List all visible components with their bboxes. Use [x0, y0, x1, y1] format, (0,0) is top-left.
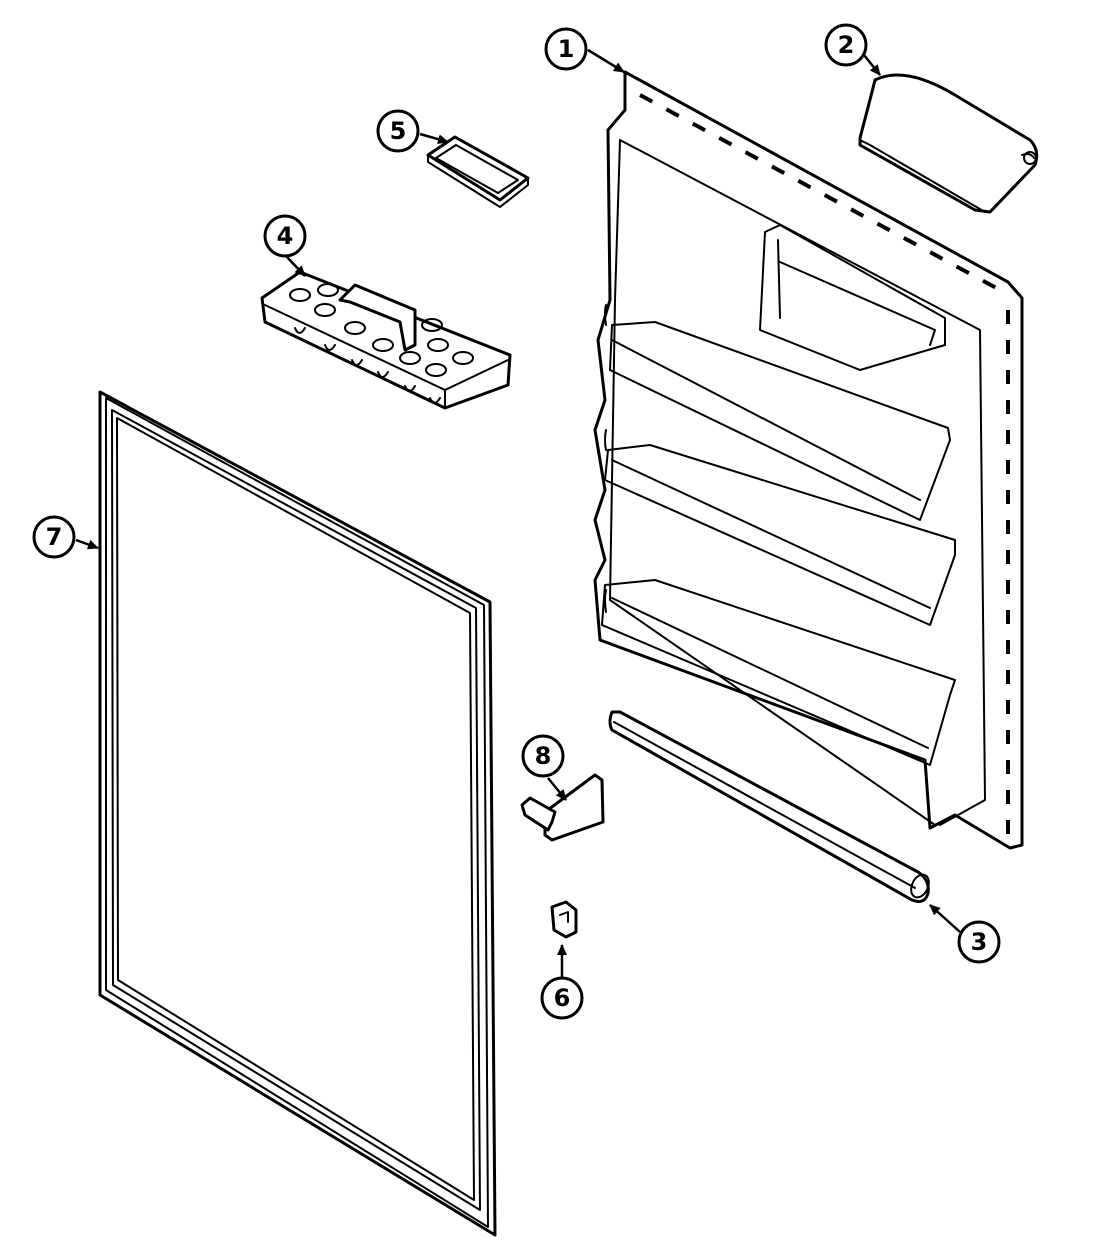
door-gasket: [98, 390, 497, 1237]
callout-3: 3: [957, 920, 1001, 964]
rail-retainer: [520, 773, 605, 842]
svg-text:8: 8: [535, 742, 552, 770]
door-rail: [608, 710, 930, 903]
svg-text:4: 4: [277, 222, 294, 250]
svg-text:7: 7: [46, 523, 63, 551]
door-liner: [593, 70, 1024, 850]
svg-text:1: 1: [558, 35, 575, 63]
callout-5: 5: [376, 109, 420, 153]
egg-tray: [260, 270, 512, 410]
callout-8: 8: [521, 734, 565, 778]
svg-text:2: 2: [838, 31, 855, 59]
rail-clip: [550, 900, 578, 939]
callout-7: 7: [32, 515, 76, 559]
callout-1: 1: [544, 27, 588, 71]
svg-text:6: 6: [554, 984, 571, 1012]
callout-4: 4: [263, 214, 307, 258]
svg-text:3: 3: [971, 928, 988, 956]
svg-text:5: 5: [390, 117, 407, 145]
callout-6: 6: [540, 976, 584, 1020]
egg-tray-cover: [426, 135, 530, 208]
callout-2: 2: [824, 23, 868, 67]
leader-lines: [75, 48, 961, 978]
dairy-door: [858, 73, 1039, 214]
